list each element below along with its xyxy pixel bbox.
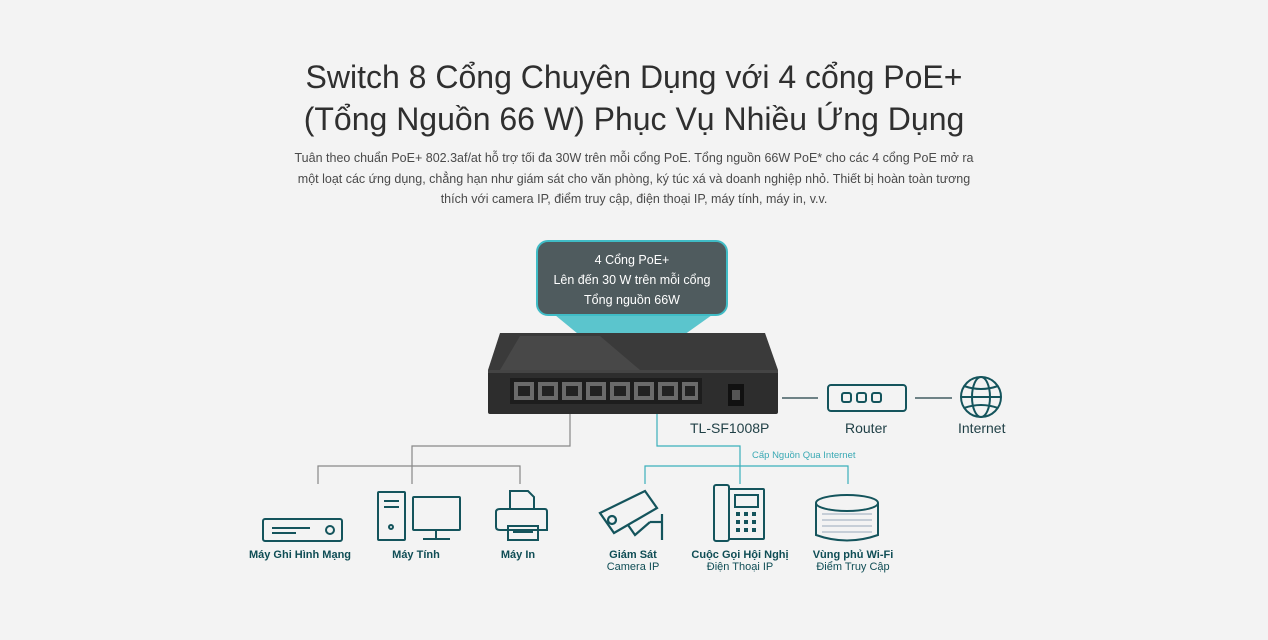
router-label: Router [845,420,888,436]
poe-connection-lines [644,414,849,484]
device-subtitle: Điểm Truy Cập [816,561,890,573]
callout-line-3: Tổng nguồn 66W [584,293,680,307]
device-subtitle: Điện Thoại IP [706,561,774,573]
internet-label: Internet [958,420,1006,436]
callout-line-1: 4 Cổng PoE+ [594,253,670,267]
poe-callout: 4 Cổng PoE+ Lên đến 30 W trên mỗi cổng T… [536,240,728,316]
callout-line-2: Lên đến 30 W trên mỗi cổng [553,273,711,287]
description-line-3: thích với camera IP, điểm truy cập, điện… [440,192,828,206]
device-title: Máy Tính [392,549,440,561]
device-title: Vùng phủ Wi-Fi [812,549,894,561]
switch-label: TL-SF1008P [690,420,770,436]
description: Tuân theo chuẩn PoE+ 802.3af/at hỗ trợ t… [270,148,998,210]
device-label-access-point: Vùng phủ Wi-Fi Điểm Truy Cập [793,549,913,573]
device-label-camera: Giám Sát Camera IP [583,549,683,573]
switch-icon [488,333,778,414]
page-title: Switch 8 Cổng Chuyên Dụng với 4 cổng PoE… [0,56,1268,140]
device-title: Giám Sát [609,549,657,561]
phone-icon [713,484,765,542]
device-label-computer: Máy Tính [366,549,466,561]
computer-icon [377,491,461,541]
description-line-2: một loạt các ứng dụng, chẳng hạn như giá… [297,171,971,186]
device-label-phone: Cuộc Gọi Hội Nghị Điện Thoại IP [680,549,800,573]
title-line-1: Switch 8 Cổng Chuyên Dụng với 4 cổng PoE… [305,59,963,95]
router-icon [827,384,907,412]
device-title: Cuộc Gọi Hội Nghị [691,549,789,561]
nvr-icon [262,518,343,542]
title-line-2: (Tổng Nguồn 66 W) Phục Vụ Nhiều Ứng Dụng [303,101,965,137]
access-point-icon [815,494,879,542]
poe-note: Cấp Nguồn Qua Internet [752,450,856,461]
device-title: Máy Ghi Hình Mạng [248,549,352,561]
camera-icon [598,489,664,540]
device-label-printer: Máy In [478,549,558,561]
printer-icon [495,490,548,541]
data-connection-lines [317,414,571,484]
description-line-1: Tuân theo chuẩn PoE+ 802.3af/at hỗ trợ t… [294,151,974,165]
device-subtitle: Camera IP [606,561,660,573]
device-title: Máy In [500,549,536,561]
globe-icon [960,376,1002,418]
device-label-nvr: Máy Ghi Hình Mạng [240,549,360,561]
